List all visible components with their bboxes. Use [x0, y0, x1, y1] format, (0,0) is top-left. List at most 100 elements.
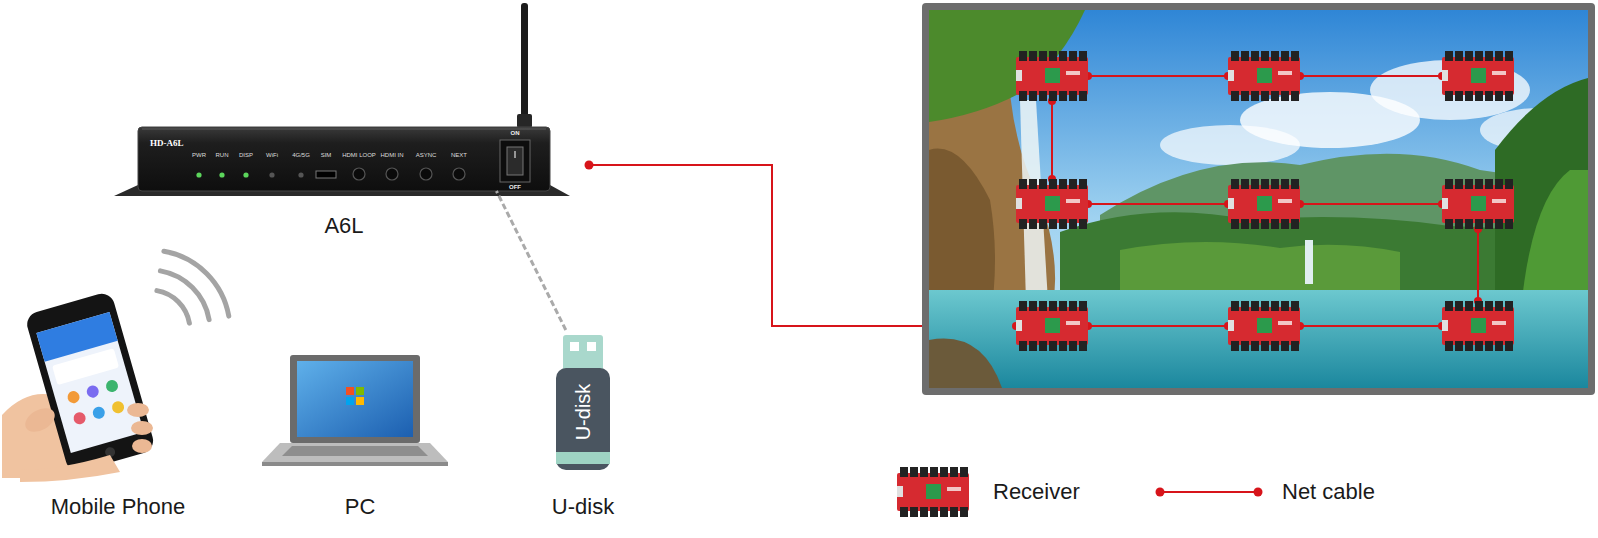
led-screen — [929, 339, 1002, 388]
switch-label: OFF — [509, 184, 521, 191]
controller-device: HD-A6LA6L — [138, 127, 550, 191]
led-screen — [929, 290, 1588, 388]
panel-label: HDMI LOOP — [342, 152, 376, 159]
a6l-device — [114, 3, 570, 196]
mobile-phone — [20, 455, 120, 482]
panel-label: ASYNC — [416, 152, 437, 159]
laptop — [262, 462, 448, 466]
status-led — [196, 172, 201, 177]
receiver-cable — [1300, 325, 1442, 327]
legend-cable-sample — [1156, 488, 1263, 497]
panel-button — [353, 168, 465, 180]
led-screen — [1160, 125, 1300, 165]
mobile-phone — [52, 348, 119, 385]
sim-slot — [316, 171, 336, 178]
laptop — [282, 446, 428, 456]
mobile-phone — [111, 400, 126, 415]
u-disk — [570, 342, 579, 351]
net-cable — [585, 161, 594, 170]
mobile-phone — [21, 403, 59, 436]
receiver-cable — [1088, 203, 1228, 205]
mobile-phone — [91, 405, 106, 420]
receiver-cable — [1088, 75, 1228, 77]
legend-cable-sample — [1160, 491, 1258, 493]
mobile-phone — [36, 312, 144, 453]
u-disk — [556, 335, 610, 470]
panel-label: 4G/5G — [292, 152, 310, 159]
panel-label: HDMI IN — [381, 152, 404, 159]
sim-slot — [316, 171, 336, 178]
phone-client: Mobile Phone — [20, 250, 216, 520]
receiver-cable — [1477, 229, 1479, 301]
legend-receiver-sample — [897, 467, 969, 517]
legend-text: Net cable — [1282, 479, 1375, 505]
dashed-connector — [496, 191, 565, 330]
legend-text: Receiver — [993, 479, 1080, 505]
mobile-phone — [85, 384, 100, 399]
panel-label: WiFi — [266, 152, 278, 159]
status-led — [219, 172, 224, 177]
wifi-waves — [157, 291, 190, 324]
receiver-card — [1228, 179, 1300, 229]
led-screen — [1305, 240, 1313, 284]
led-screen — [922, 3, 1598, 395]
status-led — [196, 172, 303, 177]
client-caption: Mobile Phone — [20, 494, 216, 520]
receiver-card — [1442, 301, 1514, 351]
panel-label: NEXT — [451, 152, 467, 159]
laptop — [262, 355, 448, 466]
led-screen — [929, 10, 1588, 388]
power-switch — [514, 151, 516, 158]
switch-label: ON — [511, 130, 520, 137]
u-disk — [556, 368, 610, 470]
led-screen — [929, 10, 1588, 388]
laptop — [346, 397, 354, 405]
power-switch — [507, 147, 523, 175]
receiver-card — [1228, 301, 1300, 351]
status-led — [269, 172, 274, 177]
mobile-phone — [131, 421, 153, 435]
client-caption: PC — [280, 494, 440, 520]
receiver-card — [1228, 51, 1300, 101]
status-led — [243, 172, 248, 177]
a6l-device — [138, 127, 550, 191]
panel-label: SIM — [321, 152, 332, 159]
mobile-phone — [127, 403, 149, 417]
u-disk — [587, 342, 596, 351]
receiver-cable — [1300, 203, 1442, 205]
mobile-phone — [132, 439, 152, 453]
laptop — [346, 387, 354, 395]
client-caption: U-disk — [540, 494, 626, 520]
mobile-phone — [105, 379, 120, 394]
mobile-phone — [2, 291, 156, 482]
led-screen — [922, 3, 1595, 395]
a6l-device — [517, 114, 532, 128]
receiver-cable — [1300, 75, 1442, 77]
device-caption: A6L — [138, 213, 550, 239]
panel-label: DISP — [239, 152, 253, 159]
a6l-device — [142, 129, 546, 130]
receiver-card — [1442, 179, 1514, 229]
wifi-waves — [157, 251, 229, 323]
laptop — [297, 361, 413, 437]
panel-label: RUN — [216, 152, 229, 159]
mobile-phone — [66, 390, 81, 405]
legend-receiver-sample — [897, 467, 969, 517]
receiver-card — [1442, 51, 1514, 101]
panel-button — [420, 168, 432, 180]
receiver-card — [1016, 51, 1088, 101]
receiver-cable — [1088, 325, 1228, 327]
panel-button — [353, 168, 365, 180]
panel-button — [453, 168, 465, 180]
laptop — [262, 443, 448, 462]
a6l-device — [521, 3, 528, 121]
wifi-waves — [164, 251, 229, 316]
power-switch — [500, 140, 530, 182]
device-model: HD-A6L — [150, 138, 184, 149]
power-switch — [500, 140, 530, 182]
legend-cable-sample — [1156, 488, 1165, 497]
legend-cable-sample — [1254, 488, 1263, 497]
laptop — [290, 355, 420, 443]
mobile-phone — [24, 291, 156, 474]
